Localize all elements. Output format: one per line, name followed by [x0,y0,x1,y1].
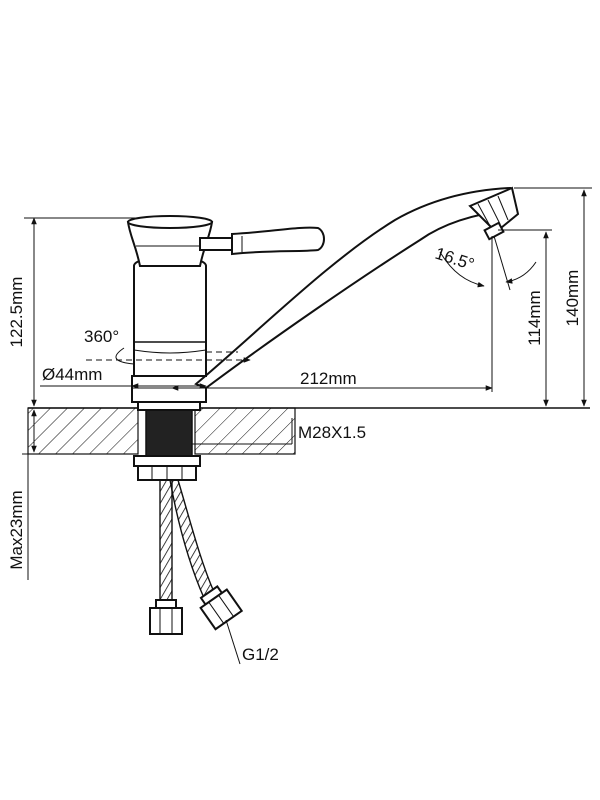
dim-mount-thread-label: M28X1.5 [298,423,366,442]
dim-base-diameter-label: Ø44mm [42,365,102,384]
dim-hose-connection-label: G1/2 [242,645,279,664]
dim-outlet-height: 114mm [498,229,552,407]
dim-mount-thread: M28X1.5 [192,418,366,445]
flexible-hoses [149,479,244,635]
dim-spout-height-label: 140mm [563,270,582,327]
dim-counter-thickness: Max23mm [7,409,136,580]
dim-outlet-height-label: 114mm [525,290,544,345]
hose-nut-left [149,599,183,635]
dim-spout-reach-label: 212mm [300,369,357,388]
dim-aerator-angle-label: 16.5° [433,244,477,274]
dim-hose-connection: G1/2 [225,619,279,665]
dim-swivel-label: 360° [84,327,119,346]
dim-swivel: 360° [84,327,251,365]
dim-spout-height: 140mm [514,187,592,407]
mounting-shank [133,401,201,481]
dim-counter-thickness-label: Max23mm [7,490,26,569]
dim-aerator-angle: 16.5° [433,235,537,291]
faucet-body [126,186,520,403]
countertop-section [27,407,590,455]
dim-spout-reach: 212mm [171,236,493,392]
dim-height-total: 122.5mm [7,217,136,407]
hose-nut-right [199,585,244,631]
dim-height-total-label: 122.5mm [7,277,26,348]
